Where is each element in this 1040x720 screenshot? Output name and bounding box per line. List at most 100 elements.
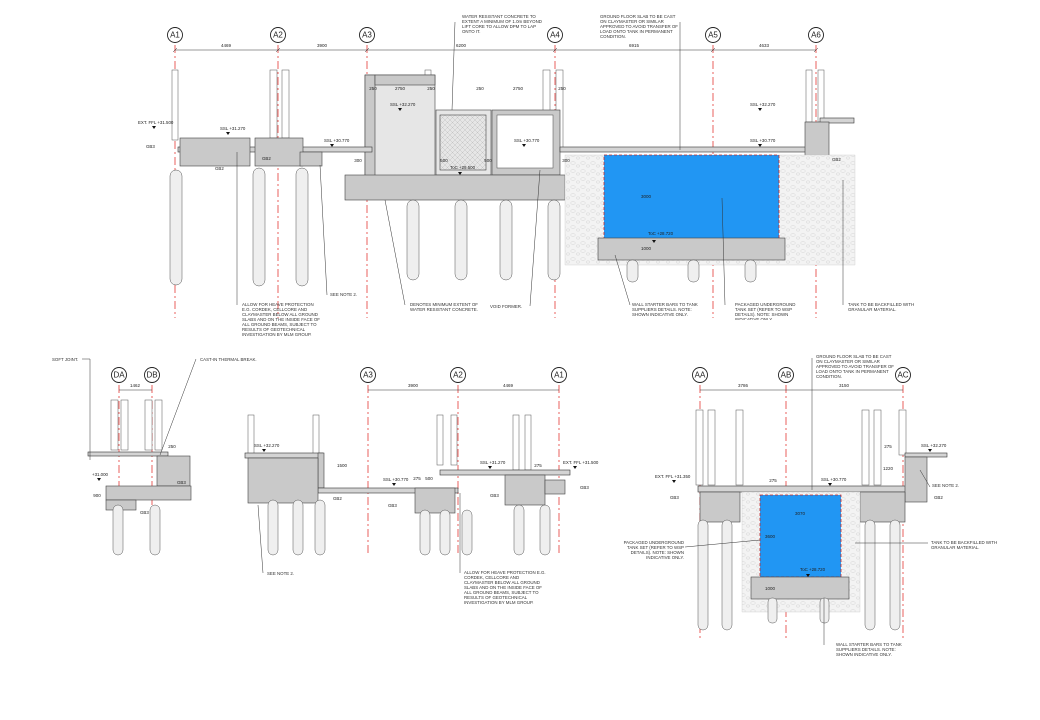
dimension: 500 [440,158,448,163]
note: GROUND FLOOR SLAB TO BE CAST ON CLAYMAST… [600,14,681,150]
svg-text:A3: A3 [363,371,373,380]
section-right: AA AB AC 3786 3150 EXT. FFL +31.350 SSL … [624,354,998,657]
dimension: 4633 [759,43,770,48]
grid-bubble-a2: A2 [270,27,286,43]
grid-label: A4 [550,31,560,40]
section-middle: A3 A2 A1 3900 4469 SSL +32.270 SSL [244,367,599,605]
dimension: 3900 [317,43,328,48]
svg-text:SSL +30.770: SSL +30.770 [324,138,350,143]
grid-bubble-db: DB [144,367,160,383]
note: GROUND FLOOR SLAB TO BE CAST ON CLAYMAST… [811,354,894,490]
note: SEE NOTE 2. [257,504,294,576]
grid-bubble-aa: AA [692,367,708,383]
dimension: 3000 [641,194,652,199]
svg-text:SEE NOTE 2.: SEE NOTE 2. [267,571,294,576]
grid-bubble-a1: A1 [551,367,567,383]
svg-text:SSL +30.770: SSL +30.770 [750,138,776,143]
section-left: DA DB 1462 +31.000 GB3 GB3 250 900 SOFT … [52,357,257,556]
dimension: 500 [425,476,433,481]
level-marker: SSL +30.770 [821,477,847,486]
svg-text:SSL +32.270: SSL +32.270 [254,443,280,448]
dimension: 3070 [795,511,806,516]
svg-text:EXT. FFL +31.350: EXT. FFL +31.350 [655,474,691,479]
svg-text:SSL +32.270: SSL +32.270 [750,102,776,107]
level-marker: SSL +30.770 [324,138,350,147]
level-marker: SSL +30.770 [383,477,409,486]
grid-bubble-a5: A5 [705,27,721,43]
level-marker: +31.000 [92,472,109,481]
dimension: 900 [93,493,101,498]
dimension: 250 [476,86,484,91]
beam-label: GB2 [215,166,224,171]
dimension: 300 [354,158,362,163]
grid-bubble-ab: AB [778,367,794,383]
beam-label: GB3 [388,503,397,508]
note: PACKAGED UNDERGROUND TANK SET (REFER TO … [721,197,795,320]
svg-text:SSL +31.270: SSL +31.270 [480,460,506,465]
svg-text:ToC +29.500: ToC +29.500 [450,165,476,170]
beam-label: GB2 [262,156,271,161]
grid-bubble-a1: A1 [167,27,183,43]
grid-bubble-a3: A3 [359,27,375,43]
dimension: 1462 [130,383,141,388]
dimension: 6915 [629,43,640,48]
beam-label: GB3 [580,485,589,490]
note: VOID FORMER. [490,169,541,309]
grid-bubble-a4: A4 [547,27,563,43]
grid-bubble-a2: A2 [450,367,466,383]
dimension: 4469 [503,383,514,388]
svg-text:SSL +32.270: SSL +32.270 [921,443,947,448]
dimension: 275 [413,476,421,481]
underground-tank [759,494,842,578]
dimension: 3786 [738,383,749,388]
dimension: 3150 [839,383,850,388]
note: SOFT JOINT. [52,357,91,460]
dimension: 3900 [408,383,419,388]
beam-label: GB3 [490,493,499,498]
level-marker: EXT. FFL +31.350 [655,474,691,483]
dimension: 250 [558,86,566,91]
dimension: 250 [168,444,176,449]
svg-text:DB: DB [146,371,157,380]
level-marker: SSL +30.770 [514,138,540,147]
grid-label: A3 [362,31,372,40]
beam-label: GB3 [146,144,155,149]
svg-text:SSL +30.770: SSL +30.770 [514,138,540,143]
svg-text:AB: AB [781,371,792,380]
svg-text:SSL +30.770: SSL +30.770 [821,477,847,482]
dimension: 2750 [395,86,406,91]
dimension: 1500 [337,463,348,468]
grid-bubble-da: DA [111,367,127,383]
svg-text:CAST-IN THERMAL BREAK.: CAST-IN THERMAL BREAK. [200,357,257,362]
dimension: 4469 [221,43,232,48]
note: SEE NOTE 2. [919,469,959,488]
dimension: 2750 [513,86,524,91]
note: WATER RESISTANT CONCRETE TO EXTENT A MIN… [451,14,542,111]
svg-text:ToC +28.720: ToC +28.720 [648,231,674,236]
level-marker: EXT. FFL +31.500 [563,460,599,469]
beam-label: GB3 [670,495,679,500]
grid-label: A1 [170,31,180,40]
note: CAST-IN THERMAL BREAK. [159,357,257,456]
grid-bubble-a6: A6 [808,27,824,43]
dimension: 275 [534,463,542,468]
level-marker: SSL +31.270 [480,460,506,469]
level-marker: SSL +31.270 [220,126,246,135]
dimension: 275 [769,478,777,483]
level-marker: SSL +32.270 [390,102,416,111]
beam-label: GB2 [832,157,841,162]
dimension: 1220 [883,466,894,471]
svg-text:AA: AA [695,371,706,380]
level-marker: SSL +30.770 [750,138,776,147]
grid-label: A6 [811,31,821,40]
dimension: 300 [562,158,570,163]
dimension: 250 [427,86,435,91]
svg-text:SOFT JOINT.: SOFT JOINT. [52,357,78,362]
beam-label: GB2 [934,495,943,500]
dimension: 275 [884,444,892,449]
level-marker: ToC +29.500 [450,165,476,175]
svg-text:SSL +32.270: SSL +32.270 [390,102,416,107]
section-top: A1 A2 A3 A4 A5 A6 4469 3900 6200 6915 46… [138,14,914,337]
grid-label: A5 [708,31,718,40]
svg-text:A1: A1 [554,371,564,380]
